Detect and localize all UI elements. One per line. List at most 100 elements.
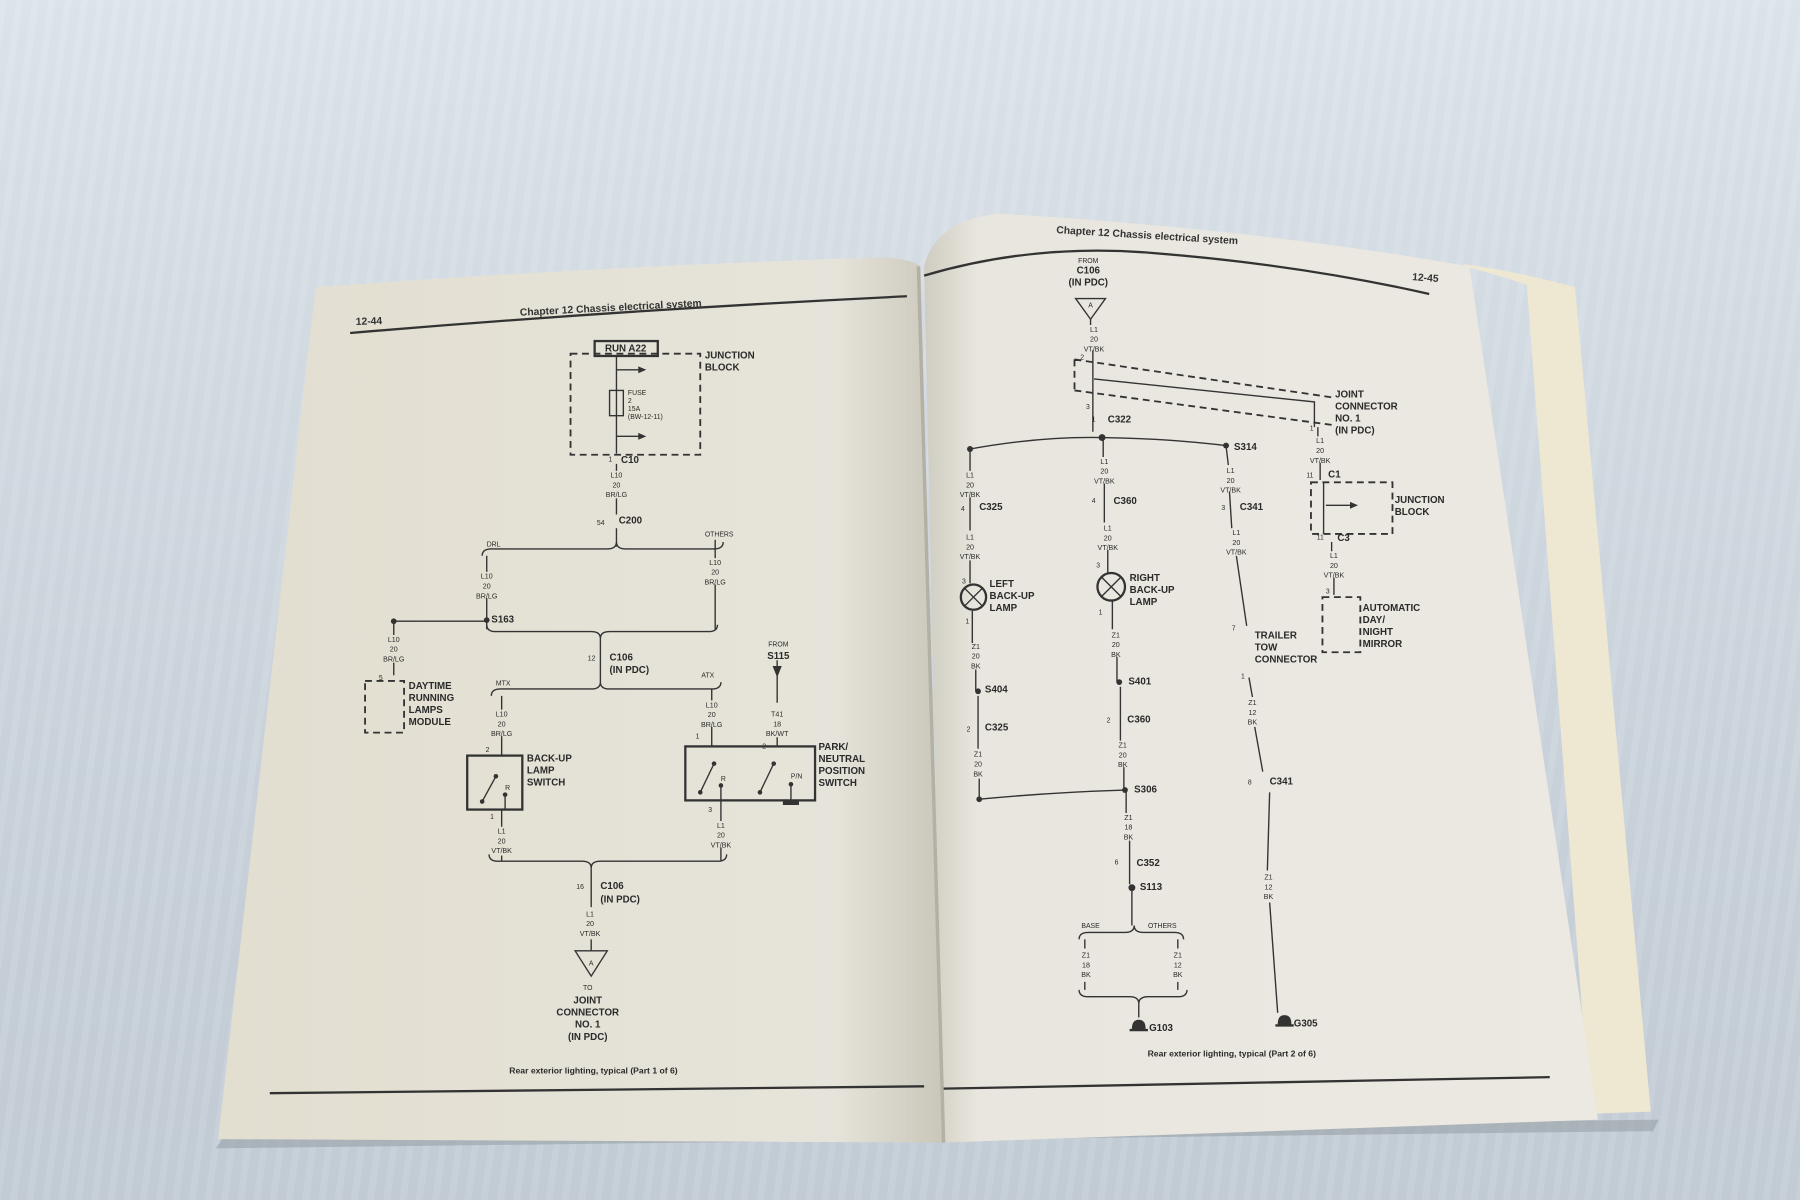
wire-label-line: L1 — [1316, 437, 1324, 445]
connector-label: C360 — [1127, 714, 1151, 725]
pin-number: 2 — [762, 744, 766, 751]
wire-label-line: L1 — [586, 910, 594, 918]
pin-number: 3 — [708, 807, 712, 814]
pin-number: 1 — [696, 733, 700, 740]
wire-label-line: BK — [1173, 971, 1183, 979]
branch-label: OTHERS — [1148, 923, 1177, 930]
wire-label-line: 20 — [498, 837, 506, 845]
connector-label: C10 — [621, 455, 639, 466]
fuse-block-label: RUN A22 — [605, 343, 647, 354]
pin-number: 1 — [965, 619, 969, 626]
wire-label-line: Z1 — [1119, 742, 1127, 750]
connector-label: C1 — [1328, 470, 1341, 481]
wire-label-line: 20 — [974, 761, 982, 769]
wire-label-line: 18 — [1124, 824, 1132, 832]
wire-label-line: L1 — [1100, 458, 1108, 466]
mirror-label-line: DAY/ — [1363, 615, 1386, 626]
switch-label-line: SWITCH — [818, 778, 856, 789]
page-number: 12-45 — [1412, 272, 1439, 285]
pin-number: 7 — [1232, 625, 1236, 632]
wire-label-line: L1 — [498, 828, 506, 836]
splice-label: S401 — [1128, 676, 1151, 687]
source-connector-label: C106(IN PDC) — [1068, 265, 1108, 288]
wire-label-line: L10 — [706, 701, 718, 709]
wire-label-line: VT/BK — [1084, 345, 1105, 353]
page-number: 12-44 — [356, 316, 383, 328]
page-stack-edge — [1463, 264, 1651, 1114]
wire-label-line: T41 — [771, 711, 783, 719]
wire-label-line: Z1 — [1112, 631, 1120, 639]
junction-block-label-line: JUNCTION — [1395, 495, 1445, 506]
pin-number: 2 — [1080, 354, 1084, 361]
wire-label-line: 20 — [612, 481, 620, 489]
joint-connector-label-line: (IN PDC) — [1335, 425, 1375, 436]
mirror-label-line: AUTOMATIC — [1363, 603, 1421, 614]
wire-label-line: Z1 — [974, 751, 982, 759]
wire-label-line: VT/BK — [1226, 549, 1247, 557]
figure-caption: Rear exterior lighting, typical (Part 2 … — [1148, 1048, 1317, 1058]
ground-label: G305 — [1294, 1019, 1318, 1030]
destination-label-line: CONNECTOR — [556, 1008, 619, 1019]
pin-number: 3 — [1086, 404, 1090, 411]
wire-label-line: VT/BK — [960, 553, 981, 561]
wire-label-line: 20 — [1090, 336, 1098, 344]
pin-number: 2 — [967, 726, 971, 733]
pin-number: 12 — [588, 655, 596, 662]
wire-label-line: 20 — [1316, 447, 1324, 455]
wire-label-line: Z1 — [1082, 952, 1090, 960]
wire-label-line: 20 — [966, 543, 974, 551]
pin-number: 11 — [1317, 535, 1324, 542]
wire-label-line: BK/WT — [766, 730, 789, 738]
reference-marker: A — [1088, 303, 1093, 310]
switch-label-line: NEUTRAL — [818, 754, 865, 765]
wire-label-line: 20 — [498, 720, 506, 728]
wire-label-line: VT/BK — [960, 491, 981, 499]
wire-label-line: 20 — [966, 481, 974, 489]
wire-label-line: BK — [1111, 651, 1121, 659]
lamp-label-line: LAMP — [990, 603, 1018, 614]
wire-label-line: VT/BK — [1094, 477, 1115, 485]
wire-label-line: 18 — [1082, 961, 1090, 969]
wire-label-line: VT/BK — [711, 841, 732, 849]
junction-block-label-line: JUNCTION — [705, 350, 755, 361]
wire-label-line: 18 — [773, 720, 781, 728]
splice-label: S113 — [1140, 882, 1163, 893]
connector-location: (IN PDC) — [600, 895, 640, 906]
pin-number: 11 — [1306, 473, 1313, 480]
wire-label-line: BK — [1118, 761, 1128, 769]
pin-number: 1 — [1241, 674, 1245, 681]
splice-label: S404 — [985, 684, 1008, 695]
wire-label-line: L1 — [1104, 525, 1112, 533]
module-label-line: RUNNING — [409, 693, 454, 704]
wire-label-line: L1 — [1330, 552, 1338, 560]
wire-label-line: 20 — [1112, 641, 1120, 649]
connector-label: C322 — [1108, 415, 1132, 426]
branch-label: DRL — [487, 542, 501, 549]
source-splice-label: S115 — [767, 651, 790, 662]
pin-number: 4 — [1092, 498, 1096, 505]
wire-label-line: 20 — [1227, 477, 1235, 485]
wire-label-line: VT/BK — [1220, 487, 1241, 495]
branch-label: MTX — [496, 681, 511, 688]
wire-label-line: L1 — [966, 534, 974, 542]
splice-label: S306 — [1134, 784, 1157, 795]
wire-label-line: VT/BK — [1098, 544, 1119, 552]
wire-label-line: 20 — [586, 920, 594, 928]
pin-number: 1 — [1310, 426, 1314, 433]
connector-label: C200 — [619, 516, 643, 527]
